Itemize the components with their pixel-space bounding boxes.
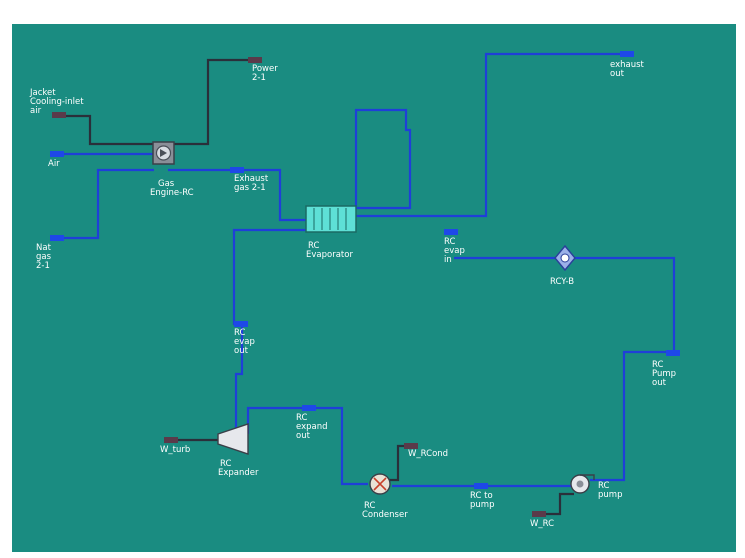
- evap-loop-line: [354, 108, 412, 210]
- label-rc-condenser: RC Condenser: [362, 501, 408, 520]
- rc-expander-unit[interactable]: [217, 423, 249, 455]
- tag-w-turb[interactable]: [164, 437, 178, 443]
- flowsheet-diagram: Jacket Cooling-inlet air Power 2-1 Air N…: [29, 51, 680, 529]
- tag-evap-in[interactable]: [444, 229, 458, 235]
- label-rc-evap-in: RC evap in: [444, 237, 468, 265]
- label-gas-engine: Gas Engine-RC: [150, 179, 194, 198]
- tag-air[interactable]: [50, 151, 64, 157]
- process-flowsheet: Jacket Cooling-inlet air Power 2-1 Air N…: [12, 24, 736, 552]
- label-jacket: Jacket Cooling-inlet air: [29, 88, 86, 116]
- gas-engine-unit[interactable]: [152, 141, 175, 165]
- label-power: Power 2-1: [252, 64, 280, 83]
- expand-out-line: [246, 406, 368, 486]
- pump-energy-line: [540, 492, 574, 516]
- recycle-line: [574, 256, 676, 354]
- tag-w-rcond[interactable]: [404, 443, 418, 449]
- tag-jacket[interactable]: [52, 112, 66, 118]
- label-rc-expand-out: RC expand out: [296, 413, 330, 441]
- label-rc-evap-out: RC evap out: [234, 328, 258, 356]
- rc-evaporator-unit[interactable]: [305, 205, 357, 233]
- label-exhaust-gas: Exhaust gas 2-1: [234, 174, 271, 193]
- label-rc-pump-out: RC Pump out: [652, 360, 679, 388]
- label-rcy: RCY-B: [550, 277, 574, 287]
- tag-power[interactable]: [248, 57, 262, 63]
- label-w-turb: W_turb: [160, 445, 190, 455]
- label-rc-pump: RC pump: [598, 481, 622, 500]
- jacket-line: [64, 114, 154, 146]
- label-natgas: Nat gas 2-1: [36, 243, 54, 271]
- tag-natgas[interactable]: [50, 235, 64, 241]
- label-exhaust-out: exhaust out: [610, 60, 647, 79]
- tag-w-rc[interactable]: [532, 511, 546, 517]
- pump-out-line: [590, 350, 672, 482]
- power-line: [172, 58, 252, 146]
- tag-to-pump[interactable]: [474, 483, 488, 489]
- tag-exhaust-gas[interactable]: [230, 167, 244, 173]
- label-rc-to-pump: RC to pump: [470, 491, 495, 510]
- rc-pump-unit[interactable]: [570, 474, 595, 494]
- label-w-rc: W_RC: [530, 519, 554, 529]
- tag-exhaust-out[interactable]: [620, 51, 634, 57]
- recycle-unit[interactable]: [554, 244, 576, 272]
- label-air: Air: [48, 159, 60, 169]
- natgas-line: [60, 168, 154, 240]
- rc-condenser-unit[interactable]: [369, 473, 391, 495]
- tag-evap-out[interactable]: [234, 321, 248, 327]
- exhaust-out-line: [356, 52, 630, 218]
- exhaust-gas-line: [168, 168, 306, 222]
- tag-expand-out[interactable]: [302, 405, 316, 411]
- label-rc-expander: RC Expander: [218, 459, 259, 478]
- label-w-rcond: W_RCond: [408, 449, 448, 459]
- tag-pump-out[interactable]: [666, 350, 680, 356]
- label-rc-evaporator: RC Evaporator: [306, 241, 353, 260]
